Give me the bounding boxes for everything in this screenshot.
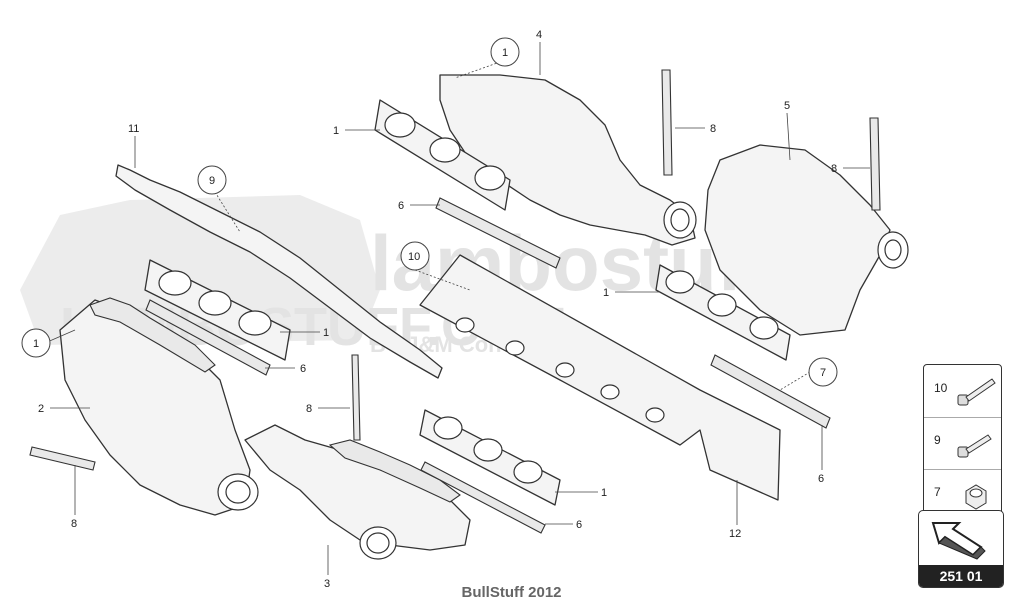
callout-circle-7 — [808, 357, 838, 387]
callout-12: 12 — [729, 528, 741, 540]
legend-number: 7 — [934, 485, 941, 499]
page-reference-box: 251 01 — [918, 510, 1004, 588]
callout-1: 1 — [502, 47, 508, 59]
legend-number: 9 — [934, 433, 941, 447]
leader-lines — [44, 42, 870, 575]
heat-shield-panel — [419, 254, 781, 501]
gasket-strip — [115, 164, 443, 379]
lambda-sensor-left-lower — [29, 446, 96, 471]
heat-shield-strip-right-lower — [420, 461, 546, 534]
callout-6: 6 — [576, 519, 582, 531]
callout-2: 2 — [38, 403, 44, 415]
lambda-sensor-center-lower — [351, 354, 361, 441]
legend-number: 10 — [934, 381, 948, 395]
bolt-short-icon — [957, 434, 992, 458]
callout-8: 8 — [306, 403, 312, 415]
legend-row-9: 9 — [924, 417, 1001, 470]
callout-8: 8 — [710, 123, 716, 135]
exhaust-manifold-left-lower — [59, 297, 259, 516]
nut-icon — [965, 484, 987, 510]
page-reference-label: 251 01 — [919, 565, 1003, 587]
lambda-sensor-right — [869, 117, 881, 211]
callout-6: 6 — [398, 200, 404, 212]
callout-11: 11 — [128, 123, 139, 135]
arrow-up-left-icon — [931, 522, 986, 560]
exhaust-gasket-upper — [374, 99, 511, 211]
exhaust-manifold-right — [704, 144, 909, 336]
callout-1: 1 — [333, 125, 339, 137]
heat-shield-strip-right — [710, 354, 831, 429]
lambda-sensor-upper — [661, 69, 673, 176]
callout-6: 6 — [818, 473, 824, 485]
exhaust-manifold-center-lower — [244, 424, 471, 560]
callout-1: 1 — [603, 287, 609, 299]
callout-circle-10 — [400, 241, 430, 271]
footer-credit: BullStuff 2012 — [461, 584, 562, 601]
callout-circle-9 — [197, 165, 227, 195]
callout-1: 1 — [601, 487, 607, 499]
callout-10: 10 — [408, 251, 420, 263]
callout-3: 3 — [324, 578, 330, 590]
callout-circle-1a — [490, 37, 520, 67]
callout-5: 5 — [784, 100, 790, 112]
exhaust-gasket-right — [655, 264, 791, 361]
callout-circle-1d — [21, 328, 51, 358]
callout-8: 8 — [71, 518, 77, 530]
callout-1: 1 — [323, 327, 329, 339]
callout-9: 9 — [209, 175, 215, 187]
callout-1: 1 — [33, 338, 39, 350]
callout-8: 8 — [831, 163, 837, 175]
callout-6: 6 — [300, 363, 306, 375]
exhaust-gasket-right-lower — [419, 409, 561, 506]
heat-shield-strip-left — [145, 299, 271, 376]
bolt-long-icon — [957, 378, 996, 406]
callout-labels: 4 1 1 8 5 8 11 9 6 10 1 1 1 6 7 2 8 6 1 … — [33, 29, 837, 590]
legend-row-7: 7 — [924, 469, 1001, 521]
exhaust-gasket-left-top — [144, 259, 291, 361]
fastener-legend: 10 9 7 — [923, 364, 1002, 522]
callout-4: 4 — [536, 29, 542, 41]
legend-row-10: 10 — [924, 365, 1001, 418]
callout-7: 7 — [820, 367, 826, 379]
